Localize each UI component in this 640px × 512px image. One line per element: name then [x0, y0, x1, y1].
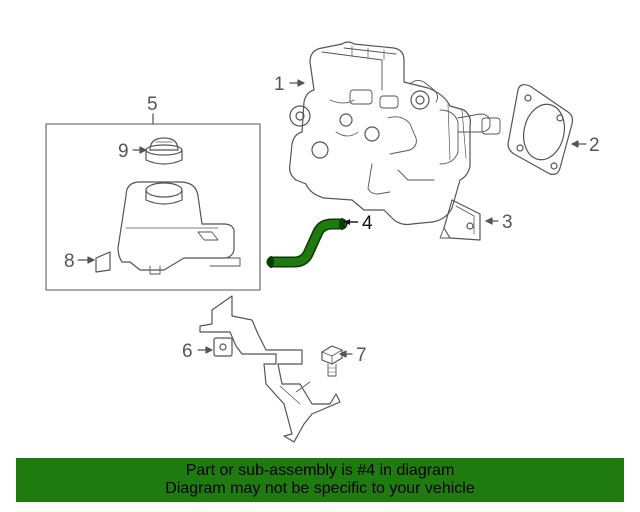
callout-arrow-7 [339, 350, 347, 358]
booster-bracket-part-3 [439, 199, 481, 241]
banner-line-disclaimer: Diagram may not be specific to your vehi… [165, 480, 475, 497]
callout-number-3[interactable]: 3 [502, 212, 513, 233]
banner-line-part-number: Part or sub-assembly is #4 in diagram [185, 462, 455, 479]
callout-arrow-2 [571, 140, 579, 148]
callout-number-1[interactable]: 1 [274, 74, 285, 95]
callout-arrow-3 [485, 217, 493, 225]
brake-hose-part-4-highlighted[interactable] [266, 218, 348, 268]
callout-number-6[interactable]: 6 [182, 341, 193, 362]
callout-number-8[interactable]: 8 [64, 251, 75, 272]
callout-arrow-4 [344, 219, 350, 225]
part-info-banner: Part or sub-assembly is #4 in diagram Di… [16, 458, 624, 502]
callout-number-7[interactable]: 7 [356, 345, 367, 366]
label-sticker-part-8 [95, 251, 111, 273]
callout-arrow-8 [87, 256, 95, 264]
callout-arrow-9 [139, 146, 147, 154]
reservoir-assembly-frame [45, 123, 261, 291]
callout-arrow-1 [297, 79, 305, 87]
brake-booster-body-part-1 [289, 41, 501, 226]
callout-number-9[interactable]: 9 [118, 141, 129, 162]
mounting-bracket-part-6 [199, 295, 341, 443]
callout-number-2[interactable]: 2 [589, 135, 600, 156]
bolt-part-7 [321, 345, 343, 377]
callout-number-5[interactable]: 5 [147, 94, 158, 115]
booster-gasket-part-2 [507, 84, 574, 175]
reservoir-tank [117, 181, 241, 275]
callout-number-4[interactable]: 4 [362, 213, 373, 234]
callout-arrow-6 [205, 346, 213, 354]
reservoir-cap-part-9 [145, 137, 183, 165]
